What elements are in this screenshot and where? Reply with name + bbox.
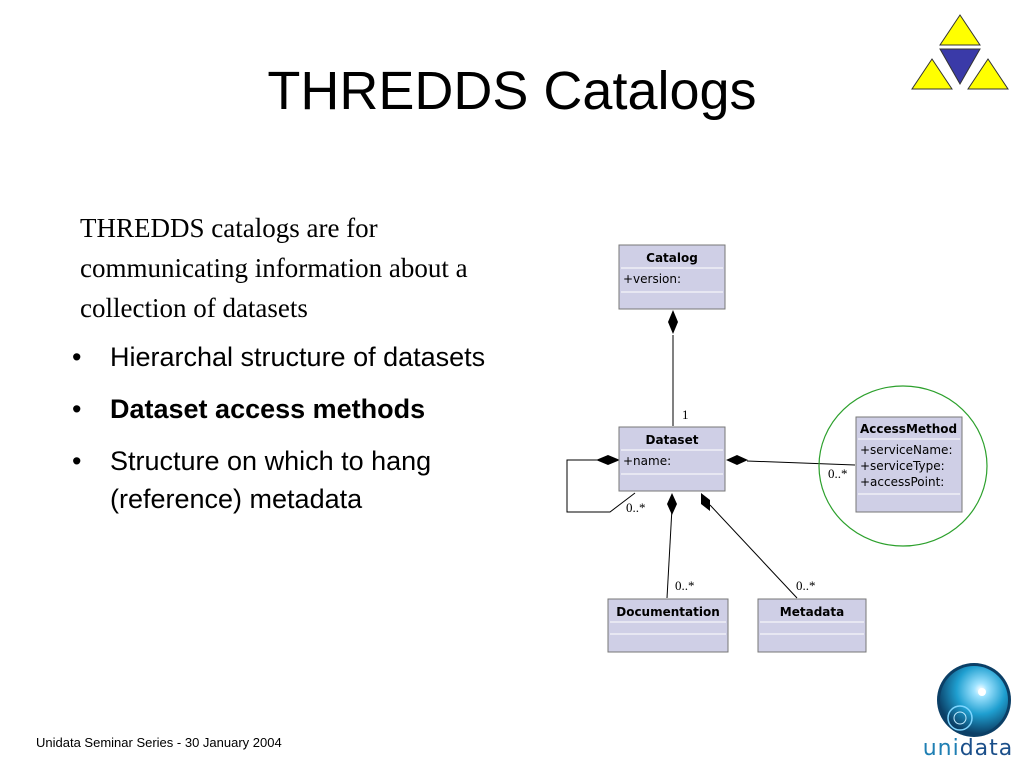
multiplicity-dataset-metadata: 0..* bbox=[796, 578, 816, 593]
diamond-dataset-documentation bbox=[667, 493, 677, 515]
class-metadata: Metadata bbox=[757, 598, 867, 653]
class-dataset-box bbox=[618, 426, 726, 492]
connector-dataset-metadata bbox=[709, 504, 798, 599]
diamond-catalog bbox=[668, 310, 678, 334]
class-documentation: Documentation bbox=[607, 598, 729, 653]
uml-connectors bbox=[566, 335, 856, 599]
multiplicity-dataset-documentation: 0..* bbox=[675, 578, 695, 593]
class-access-method-attr: +serviceName: bbox=[860, 443, 952, 457]
bullet-text: Structure on which to hang (reference) m… bbox=[110, 446, 432, 514]
class-access-method: AccessMethod +serviceName: +serviceType:… bbox=[855, 416, 963, 513]
class-dataset-name: Dataset bbox=[646, 433, 699, 447]
bullet-item: • Dataset access methods bbox=[70, 390, 530, 428]
class-catalog-name: Catalog bbox=[646, 251, 698, 265]
unidata-wordmark: unidata bbox=[918, 736, 1018, 761]
triangle-logo-icon bbox=[911, 14, 1009, 90]
class-catalog: Catalog +version: bbox=[618, 244, 726, 310]
connector-dataset-access bbox=[746, 460, 856, 466]
diamond-self bbox=[596, 455, 620, 465]
slide-title: THREDDS Catalogs bbox=[267, 61, 757, 121]
bullet-text: Hierarchal structure of datasets bbox=[110, 342, 486, 372]
bullet-item: • Structure on which to hang (reference)… bbox=[70, 442, 530, 518]
unidata-globe-icon bbox=[937, 663, 1011, 737]
bullet-dot: • bbox=[72, 446, 82, 476]
class-access-method-attr: +serviceType: bbox=[860, 459, 945, 473]
bullet-list: • Hierarchal structure of datasets • Dat… bbox=[70, 338, 530, 532]
class-dataset-attr: +name: bbox=[623, 454, 671, 468]
class-access-method-box bbox=[855, 416, 963, 513]
class-metadata-box bbox=[757, 598, 867, 653]
diamond-dataset-metadata bbox=[701, 493, 710, 511]
diamond-dataset-access bbox=[726, 455, 748, 465]
class-access-method-attr: +accessPoint: bbox=[860, 475, 944, 489]
class-documentation-name: Documentation bbox=[616, 605, 720, 619]
multiplicity-catalog-dataset: 1 bbox=[682, 407, 689, 422]
composition-diamonds bbox=[596, 310, 748, 515]
intro-text: THREDDS catalogs are for communicating i… bbox=[80, 213, 468, 323]
multiplicity-dataset-self: 0..* bbox=[626, 500, 646, 515]
class-catalog-attr: +version: bbox=[623, 272, 681, 286]
class-dataset: Dataset +name: bbox=[618, 426, 726, 492]
class-catalog-box bbox=[618, 244, 726, 310]
class-documentation-box bbox=[607, 598, 729, 653]
bullet-item: • Hierarchal structure of datasets bbox=[70, 338, 530, 376]
connector-dataset-self bbox=[566, 459, 636, 513]
highlight-ellipse bbox=[818, 385, 988, 547]
wordmark-uni: uni bbox=[922, 736, 960, 761]
connector-dataset-documentation bbox=[666, 507, 673, 599]
bullet-dot: • bbox=[72, 342, 82, 372]
wordmark-data: data bbox=[959, 736, 1014, 761]
bullet-dot: • bbox=[72, 394, 82, 424]
uml-class-diagram: Catalog +version: Dataset +name: AccessM… bbox=[566, 244, 988, 653]
multiplicity-dataset-access: 0..* bbox=[828, 466, 848, 481]
class-metadata-name: Metadata bbox=[780, 605, 844, 619]
slide-footer: Unidata Seminar Series - 30 January 2004 bbox=[36, 735, 282, 750]
bullet-text: Dataset access methods bbox=[110, 394, 426, 424]
class-access-method-name: AccessMethod bbox=[860, 422, 957, 436]
